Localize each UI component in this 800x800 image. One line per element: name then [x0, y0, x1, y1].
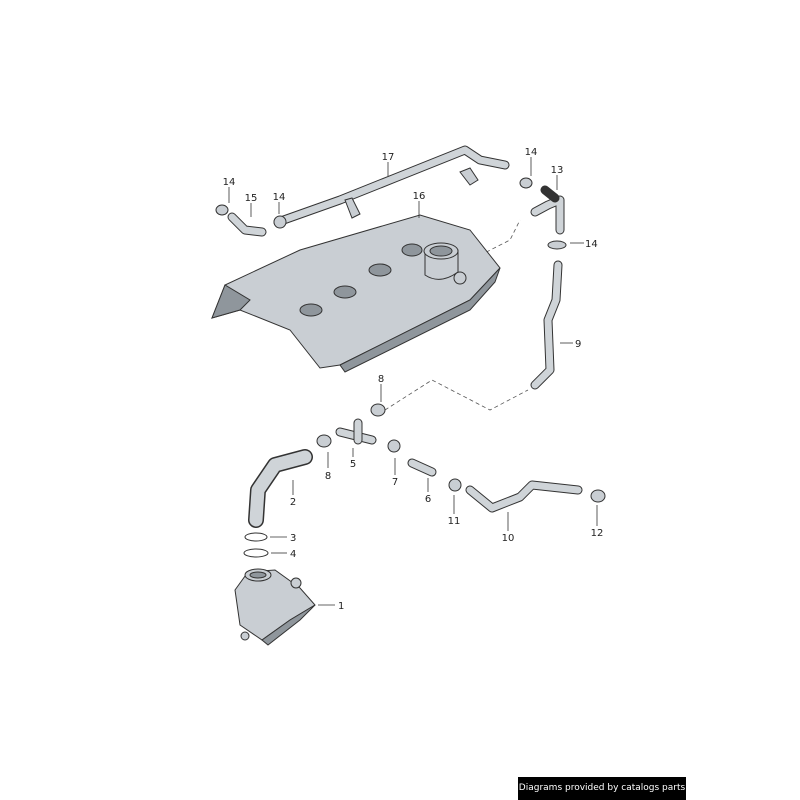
- t-piece-5: [335, 418, 377, 445]
- callout-17: 17: [382, 152, 395, 163]
- callout-10: 10: [502, 533, 515, 544]
- o-ring-4: [243, 548, 269, 558]
- hose-clamp: [519, 177, 533, 189]
- callout-7: 7: [392, 477, 398, 488]
- cylinder-head-cover: [211, 214, 501, 373]
- callout-16: 16: [413, 191, 426, 202]
- callout-13: 13: [551, 165, 564, 176]
- callout-8: 8: [325, 471, 331, 482]
- credit-banner: Diagrams provided by catalogs parts: [518, 777, 686, 800]
- callout-14: 14: [525, 147, 538, 158]
- callout-14: 14: [585, 239, 598, 250]
- hose-clamp: [547, 240, 567, 250]
- hose-clamp: [370, 403, 386, 417]
- connector-dashed: [384, 379, 529, 411]
- callout-8: 8: [378, 374, 384, 385]
- callout-1: 1: [338, 601, 344, 612]
- callout-9: 9: [575, 339, 581, 350]
- callout-5: 5: [350, 459, 356, 470]
- o-ring-3: [244, 532, 268, 542]
- hose-clamp: [448, 478, 462, 492]
- housing-1: [234, 568, 316, 646]
- callout-14: 14: [273, 192, 286, 203]
- callout-14: 14: [223, 177, 236, 188]
- callout-6: 6: [425, 494, 431, 505]
- leader-lines: [228, 157, 598, 606]
- callout-4: 4: [290, 549, 296, 560]
- hose-clamp: [316, 434, 332, 448]
- callout-3: 3: [290, 533, 296, 544]
- hose-clamp: [215, 204, 229, 216]
- hose-clamp: [387, 439, 401, 453]
- callout-15: 15: [245, 193, 258, 204]
- callout-11: 11: [448, 516, 461, 527]
- hose-clamp: [590, 489, 606, 503]
- hose-clamp: [273, 215, 287, 229]
- callout-2: 2: [290, 497, 296, 508]
- callout-12: 12: [591, 528, 604, 539]
- breather-pipe: [273, 145, 510, 227]
